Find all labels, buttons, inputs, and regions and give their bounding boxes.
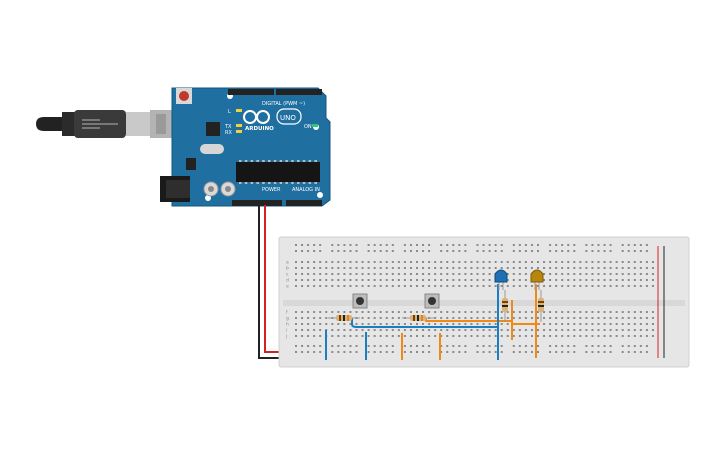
row-letter: j	[285, 334, 287, 340]
power-label: POWER	[262, 187, 281, 193]
crystal	[200, 144, 224, 154]
row-letter: a	[286, 261, 289, 266]
pushbutton-1[interactable]	[352, 293, 368, 309]
row-letter: b	[286, 266, 289, 272]
led-on-label: ON	[304, 124, 312, 130]
led-rx-indicator	[236, 130, 242, 133]
regulator-chip	[186, 158, 196, 170]
resistor-4[interactable]	[538, 290, 544, 322]
led-rx-label: RX	[225, 130, 232, 136]
power-jack	[160, 176, 190, 202]
led-tx-indicator	[236, 124, 242, 127]
reset-button[interactable]	[176, 88, 192, 104]
usb-cable	[36, 110, 172, 138]
resistor-2[interactable]	[402, 315, 434, 321]
digital-label: DIGITAL (PWM ~)	[262, 101, 305, 107]
blue-bus-wire	[351, 318, 499, 360]
led-l-indicator	[236, 109, 242, 112]
arduino-logo	[243, 108, 302, 125]
row-letter: h	[286, 322, 289, 328]
pushbutton-2[interactable]	[424, 293, 440, 309]
row-letter: c	[286, 273, 289, 278]
arduino-board[interactable]: L TX RX ON DIGITAL (PWM ~) POWER ANALOG …	[160, 87, 331, 207]
analog-header[interactable]	[286, 200, 322, 206]
led-on-indicator	[312, 124, 318, 127]
yellow-led[interactable]	[530, 269, 544, 290]
analog-label: ANALOG IN	[292, 187, 320, 193]
brand-label: ARDUINO	[245, 126, 274, 132]
resistor-3[interactable]	[502, 290, 508, 322]
blue-led[interactable]	[494, 269, 508, 290]
row-letter: g	[286, 317, 289, 322]
power-header[interactable]	[232, 200, 282, 206]
row-letter: e	[286, 285, 289, 290]
led-tx-label: TX	[224, 124, 232, 130]
row-letter: i	[286, 328, 287, 334]
led-l-label: L	[228, 109, 231, 115]
atmega-chip	[236, 160, 320, 184]
capacitors	[203, 181, 236, 197]
row-letter: d	[286, 278, 289, 284]
digital-header[interactable]	[228, 89, 322, 95]
resistor-1[interactable]	[328, 315, 360, 321]
model-label: UNO	[280, 114, 296, 122]
row-letter: f	[286, 310, 288, 316]
usb-chip	[206, 122, 220, 136]
